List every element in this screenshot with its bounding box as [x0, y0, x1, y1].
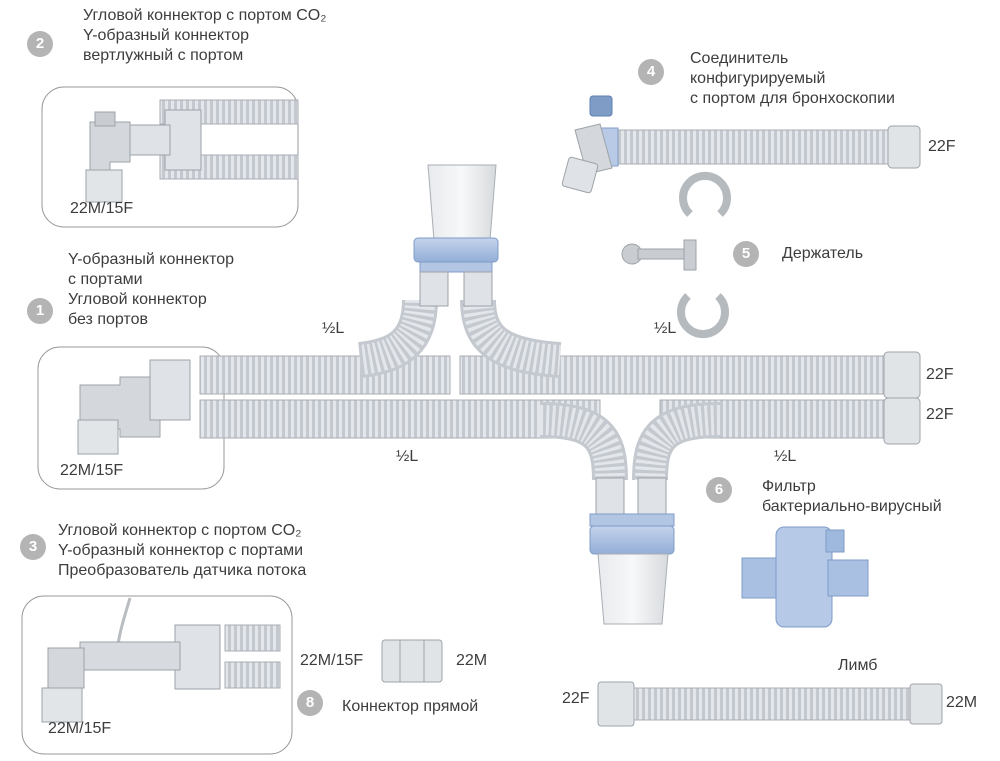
callout-8-text: Коннектор прямой [342, 697, 478, 717]
size-label-bronchoscopy: 22F [928, 138, 956, 155]
size-label-callout-1: 22M/15F [60, 462, 124, 479]
half-length-top-left: ½L [322, 320, 345, 337]
callout-5-line-1: Держатель [782, 245, 864, 262]
top-water-trap [413, 164, 499, 307]
bottom-hose-left [199, 399, 601, 439]
callout-3-line-1: Угловой коннектор с портом CO₂ [58, 522, 302, 539]
size-label-straight-left: 22M/15F [300, 652, 364, 669]
straight-connector-drawing [381, 639, 443, 683]
callout-4-line-2: конфигурируемый [690, 70, 826, 87]
callout-2-text: Угловой коннектор с портом CO₂ Y-образны… [83, 6, 326, 66]
top-hose-left [199, 355, 451, 395]
callout-6-line-1: Фильтр [762, 478, 816, 495]
badge-8: 8 [297, 690, 323, 716]
holder-drawing [621, 171, 731, 339]
size-label-straight-right: 22M [456, 652, 488, 669]
badge-3: 3 [20, 534, 46, 560]
half-length-bottom-right: ½L [774, 448, 797, 465]
callout-8-line-1: Коннектор прямой [342, 698, 479, 715]
badge-2: 2 [27, 31, 53, 57]
callout-2-line-1: Угловой коннектор с портом CO₂ [83, 7, 327, 24]
callout-3-line-3: Преобразователь датчика потока [58, 562, 307, 579]
callout-3-line-2: Y-образный коннектор с портами [58, 542, 304, 559]
callout-1-line-4: без портов [68, 311, 148, 328]
callout-3-frame [21, 595, 293, 755]
size-label-callout-3: 22M/15F [48, 720, 112, 737]
callout-4-text: Соединитель конфигурируемый с портом для… [690, 49, 895, 109]
callout-5-text: Держатель [782, 244, 863, 264]
callout-4-line-1: Соединитель [690, 50, 789, 67]
swivel-y-connector-drawing [85, 99, 299, 203]
callout-2-line-2: Y-образный коннектор [83, 27, 250, 44]
bronchoscopy-connector-drawing [561, 95, 921, 194]
callout-1-line-1: Y-образный коннектор [68, 251, 235, 268]
size-label-limb-right: 22M [946, 694, 978, 711]
badge-5: 5 [733, 241, 759, 267]
size-label-callout-2: 22M/15F [70, 200, 134, 217]
badge-6: 6 [706, 477, 732, 503]
callout-2-line-3: вертлужный с портом [83, 47, 244, 64]
callout-1-line-2: с портами [68, 271, 143, 288]
y-connector-ports-drawing [77, 359, 191, 455]
limb-label: Лимб [838, 657, 878, 674]
size-label-limb-left: 22F [562, 690, 590, 707]
bottom-end-cuff [883, 397, 921, 445]
limb-hose-drawing [597, 681, 943, 727]
callout-4-line-3: с портом для бронхоскопии [690, 90, 895, 107]
badge-4: 4 [638, 59, 664, 85]
size-label-top-hose: 22F [926, 366, 954, 383]
half-length-top-right: ½L [654, 320, 677, 337]
badge-1: 1 [27, 298, 53, 324]
half-length-bottom-left: ½L [396, 448, 419, 465]
flow-sensor-y-connector-drawing [41, 597, 281, 723]
callout-6-text: Фильтр бактериально-вирусный [762, 477, 942, 517]
top-end-cuff [883, 351, 921, 399]
filter-drawing [741, 526, 869, 628]
callout-1-text: Y-образный коннектор с портами Угловой к… [68, 250, 234, 330]
callout-6-line-2: бактериально-вирусный [762, 498, 942, 515]
bottom-water-trap [589, 477, 675, 625]
callout-3-text: Угловой коннектор с портом CO₂ Y-образны… [58, 521, 306, 581]
callout-1-line-3: Угловой коннектор [68, 291, 207, 308]
size-label-bottom-hose: 22F [926, 406, 954, 423]
